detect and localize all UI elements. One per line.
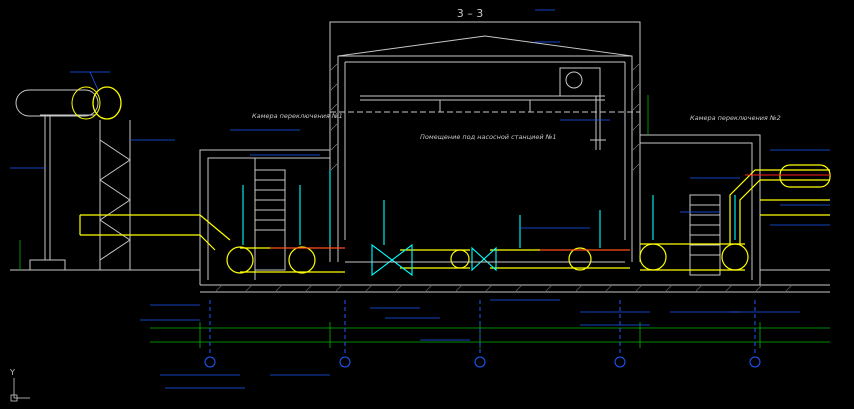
ucs-axis-label: Y xyxy=(9,368,15,377)
building-frame xyxy=(329,21,641,262)
valves xyxy=(242,170,736,277)
ucs-icon xyxy=(10,378,30,402)
wall-hatch xyxy=(330,63,640,171)
grid-axes xyxy=(204,300,761,368)
chamber-left-label: Камера переключения №1 xyxy=(252,112,343,120)
chamber-right-label: Камера переключения №2 xyxy=(690,114,781,122)
accent-lines xyxy=(270,174,830,251)
ground-hatch xyxy=(214,284,793,293)
section-title: 3 – 3 xyxy=(457,7,484,20)
main-pipeline xyxy=(79,164,831,274)
right-chamber xyxy=(640,134,761,285)
left-chamber xyxy=(199,149,330,285)
hall-label: Помещение под насосной станцией №1 xyxy=(420,133,557,141)
elevated-pipe xyxy=(71,86,122,120)
annotation-leaders xyxy=(10,9,830,389)
pipe-trestle xyxy=(15,89,131,271)
ground-line xyxy=(10,261,830,293)
